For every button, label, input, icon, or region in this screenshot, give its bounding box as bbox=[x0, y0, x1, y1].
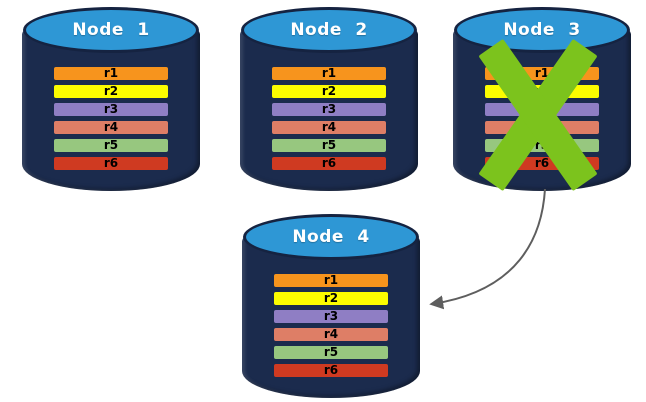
replica-row-r6: r6 bbox=[272, 157, 386, 170]
node-4-cylinder: Node 4 r1 r2 r3 r4 r5 r6 bbox=[242, 214, 420, 398]
node-2-cylinder: Node 2 r1 r2 r3 r4 r5 r6 bbox=[240, 7, 418, 191]
node-2-title: Node 2 bbox=[290, 20, 368, 40]
replica-row-r3: r3 bbox=[272, 103, 386, 116]
node-2-replica-list: r1 r2 r3 r4 r5 r6 bbox=[272, 67, 386, 175]
replica-row-r5: r5 bbox=[274, 346, 388, 359]
replica-row-r2: r2 bbox=[272, 85, 386, 98]
node-3-cylinder-top: Node 3 bbox=[454, 7, 630, 53]
replica-row-r2: r2 bbox=[54, 85, 168, 98]
replica-row-r4: r4 bbox=[272, 121, 386, 134]
node-1-cylinder-top: Node 1 bbox=[23, 7, 199, 53]
node-1-cylinder: Node 1 r1 r2 r3 r4 r5 r6 bbox=[22, 7, 200, 191]
node-4-title: Node 4 bbox=[292, 227, 370, 247]
node-4-replica-list: r1 r2 r3 r4 r5 r6 bbox=[274, 274, 388, 382]
replica-row-r1: r1 bbox=[274, 274, 388, 287]
replica-row-r2: r2 bbox=[274, 292, 388, 305]
node-3-cylinder: Node 3 r1 r2 r3 r4 r5 r6 bbox=[453, 7, 631, 192]
replica-row-r1: r1 bbox=[54, 67, 168, 80]
replica-row-r6: r6 bbox=[274, 364, 388, 377]
replica-row-r5: r5 bbox=[272, 139, 386, 152]
arrow-curve bbox=[429, 188, 546, 310]
node-1-replica-list: r1 r2 r3 r4 r5 r6 bbox=[54, 67, 168, 175]
replica-row-r3: r3 bbox=[54, 103, 168, 116]
replica-row-r4: r4 bbox=[274, 328, 388, 341]
node-1-title: Node 1 bbox=[72, 20, 150, 40]
replica-row-r6: r6 bbox=[54, 157, 168, 170]
node-3-title: Node 3 bbox=[503, 20, 581, 40]
replica-row-r1: r1 bbox=[272, 67, 386, 80]
node-2-cylinder-top: Node 2 bbox=[241, 7, 417, 53]
replica-row-r5: r5 bbox=[54, 139, 168, 152]
failure-x-icon bbox=[477, 38, 598, 192]
replica-row-r4: r4 bbox=[54, 121, 168, 134]
node-4-cylinder-top: Node 4 bbox=[243, 214, 419, 260]
replica-row-r3: r3 bbox=[274, 310, 388, 323]
